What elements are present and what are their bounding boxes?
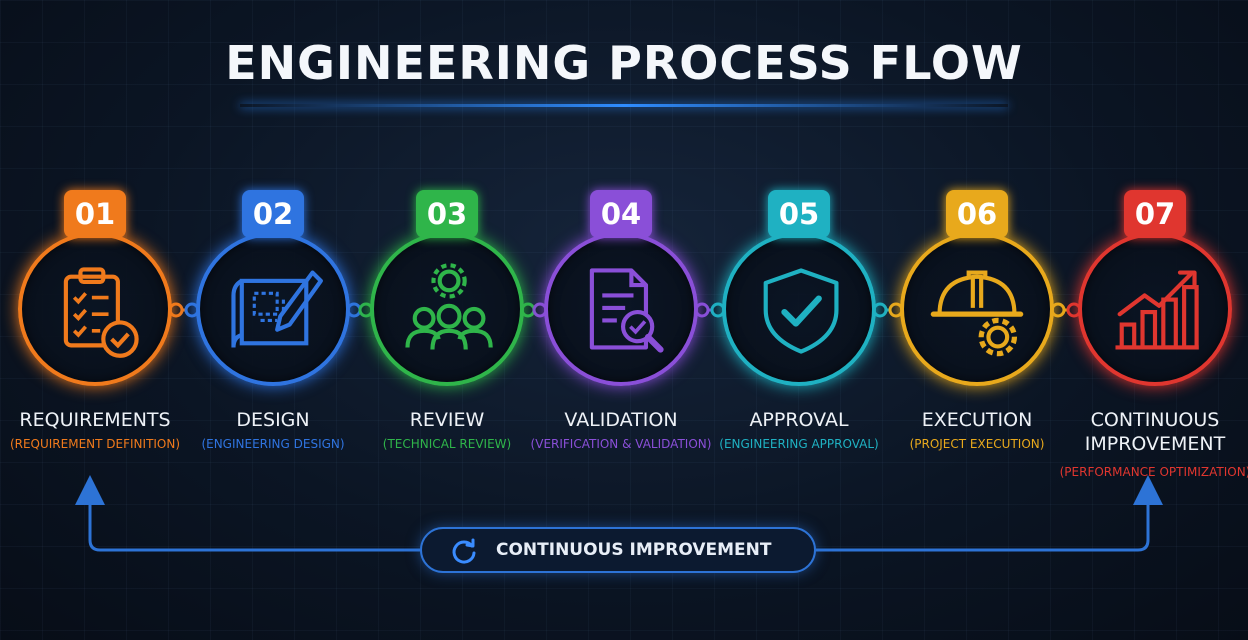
continuous-improvement-loop-badge: CONTINUOUS IMPROVEMENT	[420, 527, 816, 573]
step-subtitle: (PROJECT EXECUTION)	[909, 437, 1045, 451]
step-subtitle: (ENGINEERING DESIGN)	[201, 437, 345, 451]
connector-4-5	[694, 302, 726, 318]
step-name: REVIEW	[409, 409, 485, 431]
step-ring	[18, 232, 172, 386]
step-subtitle: (VERIFICATION & VALIDATION)	[530, 437, 712, 451]
step-ring	[196, 232, 350, 386]
step-name: REQUIREMENTS	[19, 409, 171, 431]
connector-6-7	[1050, 302, 1082, 318]
refresh-icon	[452, 538, 476, 564]
step-number-badge: 07	[1124, 190, 1186, 238]
connector-5-6	[872, 302, 904, 318]
step-subtitle: (TECHNICAL REVIEW)	[382, 437, 512, 451]
step-number-badge: 06	[946, 190, 1008, 238]
team-gear-icon	[405, 263, 493, 350]
blueprint-pencil-icon	[231, 270, 323, 348]
title-underline	[240, 104, 1008, 107]
step-ring	[370, 232, 524, 386]
page-title: ENGINEERING PROCESS FLOW	[225, 36, 1023, 90]
growth-chart-icon	[1115, 270, 1199, 350]
clipboard-checklist-icon	[63, 267, 139, 358]
document-magnifier-icon	[589, 268, 664, 353]
step-number-badge: 03	[416, 190, 478, 238]
step-number-badge: 05	[768, 190, 830, 238]
step-subtitle: (ENGINEERING APPROVAL)	[719, 437, 879, 451]
step-subtitle: (REQUIREMENT DEFINITION)	[9, 437, 181, 451]
step-ring	[722, 232, 876, 386]
connector-1-2	[168, 302, 200, 318]
connector-2-3	[346, 302, 374, 318]
step-name: EXECUTION	[921, 409, 1033, 431]
shield-check-icon	[763, 268, 839, 354]
step-name: DESIGN	[236, 409, 310, 431]
step-number-badge: 04	[590, 190, 652, 238]
connector-3-4	[520, 302, 548, 318]
step-name: APPROVAL	[749, 409, 849, 431]
step-number-badge: 02	[242, 190, 304, 238]
step-number-badge: 01	[64, 190, 126, 238]
loop-label: CONTINUOUS IMPROVEMENT	[496, 540, 772, 560]
hardhat-gear-icon	[930, 270, 1024, 357]
step-name: VALIDATION	[564, 409, 678, 431]
step-name: CONTINUOUS IMPROVEMENT	[1084, 409, 1226, 455]
step-subtitle: (PERFORMANCE OPTIMIZATION)	[1059, 465, 1248, 479]
